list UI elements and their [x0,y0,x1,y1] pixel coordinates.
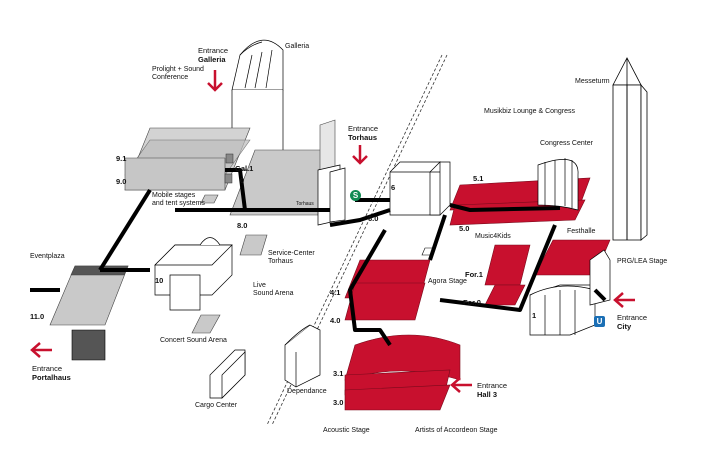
entrance-portalhaus-name: Portalhaus [32,373,71,382]
entrance-torhaus-name: Torhaus [348,133,378,142]
label-sound-arena: Sound Arena [253,290,294,297]
portalhaus-building [71,329,106,361]
label-service-center-2: Torhaus [268,258,293,265]
entrance-portalhaus-pre: Entrance [32,364,63,373]
arrow-torhaus [352,145,368,165]
hall-4[interactable] [344,259,431,321]
label-music4kids: Music4Kids [475,233,511,240]
label-messeturm: Messeturm [575,78,610,85]
level-9-0: 9.0 [116,177,127,186]
label-acoustic-stage: Acoustic Stage [323,427,370,434]
entrance-galleria-pre: Entrance [198,46,229,55]
cargo-center[interactable] [209,349,246,399]
label-musikbiz: Musikbiz Lounge & Congress [484,108,576,115]
hall-11[interactable] [49,265,129,326]
label-tent-systems: and tent systems [152,200,205,207]
level-4-1: 4.1 [330,288,341,297]
level-0: 0 [240,176,245,185]
sbahn-icon[interactable]: S [350,190,361,201]
level-6-0: 6.0 [368,214,379,223]
torhaus-building [317,164,346,226]
label-conference: Conference [152,74,189,81]
level-11-0: 11.0 [30,312,45,321]
forum-hall[interactable] [484,244,531,306]
entrance-city-name: City [617,322,632,331]
label-agora: Agora Stage [428,278,467,285]
concert-sound-arena[interactable] [191,314,221,334]
level-3-1: 3.1 [333,369,344,378]
level-8-0: 8.0 [237,221,248,230]
hall-6[interactable] [389,161,451,216]
entrance-galleria-name: Galleria [198,55,226,64]
level-4-0: 4.0 [330,316,341,325]
label-torhaus-small: Torhaus [296,201,314,207]
arrow-hall3 [450,377,472,393]
label-dependance: Dependance [287,388,327,395]
level-10: 10 [155,276,164,285]
label-service-center: Service-Center [268,250,315,257]
ubahn-icon[interactable]: U [594,316,605,327]
entrance-hall3-pre: Entrance [477,381,508,390]
label-accordeon-stage: Artists of Accordeon Stage [415,427,498,434]
label-concert-sound-arena: Concert Sound Arena [160,337,227,344]
label-prg-lea: PRG/LEA Stage [617,258,668,265]
entrance-arrows [30,70,635,393]
level-6: 6 [391,183,396,192]
label-mobile-stages: Mobile stages [152,192,196,199]
entrance-city-pre: Entrance [617,313,648,322]
hall-10[interactable] [154,237,233,311]
level-gal-1: Gal.1 [235,164,254,173]
label-galleria: Galleria [285,43,310,50]
live-sound-arena[interactable] [239,234,268,256]
entrance-hall3-name: Hall 3 [477,390,498,399]
entrance-torhaus-pre: Entrance [348,124,379,133]
arrow-galleria [207,70,223,92]
level-5-0: 5.0 [459,224,470,233]
level0-connector [224,173,233,184]
arrow-city [613,292,635,308]
label-live: Live [253,282,266,289]
label-congress-center: Congress Center [540,140,593,147]
level-for-1: For.1 [465,270,483,279]
dependance-building[interactable] [284,324,321,388]
level-3-0: 3.0 [333,398,344,407]
level-1: 1 [532,311,537,320]
hall-9[interactable] [124,127,251,191]
level-5-1: 5.1 [473,174,484,183]
label-cargo-center: Cargo Center [195,402,238,409]
level-for-0: For.0 [463,298,481,307]
label-festhalle: Festhalle [567,228,596,235]
level-9-1: 9.1 [116,154,127,163]
gal1-connector [225,153,234,164]
hall-3[interactable] [344,334,461,411]
arrow-portalhaus [30,342,52,358]
walkways [30,168,607,347]
label-eventplaza: Eventplaza [30,253,65,260]
messeturm-tower [612,57,648,241]
congress-center-building[interactable] [537,158,579,211]
mobile-stages-area[interactable] [200,194,219,204]
label-prolight: Prolight + Sound [152,66,204,73]
